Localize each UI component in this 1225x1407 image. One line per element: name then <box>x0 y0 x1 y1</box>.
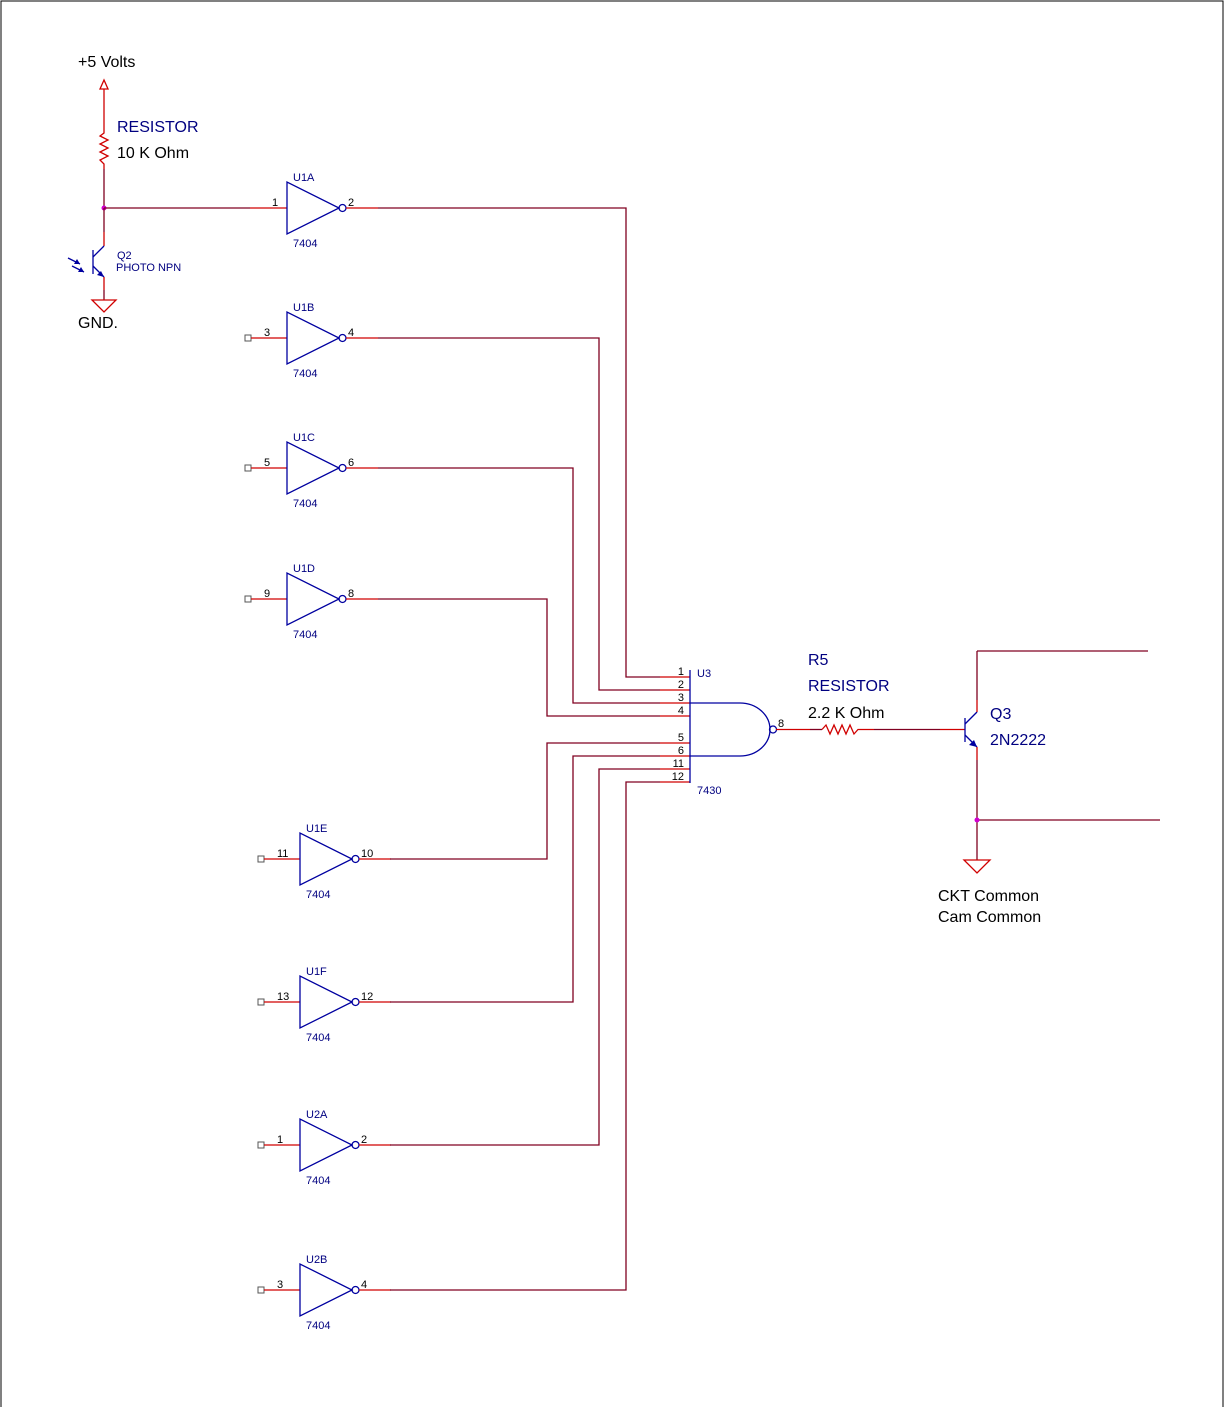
inverter-in-pin: 5 <box>264 457 270 469</box>
nand-input-pin: 3 <box>678 692 684 704</box>
inverter-ref: U1D <box>293 563 315 575</box>
inverter-part: 7404 <box>293 238 317 250</box>
inverter-out-pin: 12 <box>361 991 373 1003</box>
nand-input-pin: 12 <box>672 771 684 783</box>
inverter-out-pin: 2 <box>348 197 354 209</box>
bus-wires <box>378 207 660 1291</box>
photo-ref: Q2 <box>117 250 132 262</box>
inverter-in-pin: 3 <box>277 1279 283 1291</box>
inverter-u1c: U1C 7404 5 6 <box>244 432 378 510</box>
common-label-1: CKT Common <box>938 888 1039 905</box>
r5-value: 2.2 K Ohm <box>808 705 884 722</box>
supply-label: +5 Volts <box>78 54 135 71</box>
input-terminal <box>244 464 252 472</box>
inverter-part: 7404 <box>306 1032 330 1044</box>
q3-part: 2N2222 <box>990 732 1046 749</box>
inverter-in-pin: 3 <box>264 327 270 339</box>
nand-part: 7430 <box>697 785 721 797</box>
inverter-ref: U1A <box>293 172 315 184</box>
photo-type: PHOTO NPN <box>116 262 181 274</box>
inverter-in-pin: 1 <box>272 197 278 209</box>
ground-label: GND. <box>78 315 118 332</box>
inverter-out-pin: 10 <box>361 848 373 860</box>
nand-input-pin: 11 <box>673 758 684 770</box>
pullup-name: RESISTOR <box>117 119 199 136</box>
supply-symbol <box>98 78 110 128</box>
input-terminal <box>257 855 265 863</box>
input-terminal <box>257 998 265 1006</box>
inverter-part: 7404 <box>306 1320 330 1332</box>
inverter-in-pin: 11 <box>277 848 288 860</box>
inverter-part: 7404 <box>293 368 317 380</box>
nand-input-pin: 2 <box>678 679 684 691</box>
inverter-out-pin: 8 <box>348 588 354 600</box>
input-terminal <box>244 334 252 342</box>
inverter-u2a: U2A 7404 1 2 <box>257 1109 391 1187</box>
inverter-part: 7404 <box>293 498 317 510</box>
inverter-u1d: U1D 7404 9 8 <box>244 563 378 641</box>
inverter-u1b: U1B 7404 3 4 <box>244 302 378 380</box>
inverter-ref: U1E <box>306 823 327 835</box>
r5-name: RESISTOR <box>808 678 890 695</box>
inverter-u1f: U1F 7404 13 12 <box>257 966 391 1044</box>
nand-out-pin: 8 <box>778 718 784 730</box>
base-resistor-r5 <box>810 723 965 736</box>
inverter-in-pin: 1 <box>277 1134 283 1146</box>
nand-gate-u3 <box>660 670 810 783</box>
nand-input-pin: 4 <box>678 705 684 717</box>
input-terminal <box>244 595 252 603</box>
inverter-out-pin: 4 <box>361 1279 367 1291</box>
inverter-ref: U1C <box>293 432 315 444</box>
inverter-u1e: U1E 7404 11 10 <box>257 823 391 901</box>
inverter-out-pin: 4 <box>348 327 354 339</box>
inverter-ref: U1F <box>306 966 327 978</box>
inverter-ref: U1B <box>293 302 314 314</box>
inverter-part: 7404 <box>293 629 317 641</box>
nand-input-pin: 1 <box>678 666 684 678</box>
input-terminal <box>257 1286 265 1294</box>
nand-ref: U3 <box>697 668 711 680</box>
nand-input-pin: 6 <box>678 745 684 757</box>
inverter-part: 7404 <box>306 1175 330 1187</box>
ground-symbol <box>90 299 118 313</box>
inverter-in-pin: 9 <box>264 588 270 600</box>
pullup-value: 10 K Ohm <box>117 145 189 162</box>
nand-input-pin: 5 <box>678 732 684 744</box>
inverter-ref: U2B <box>306 1254 327 1266</box>
pullup-resistor <box>98 128 110 208</box>
inverter-u1a: U1A 7404 1 2 <box>272 172 378 250</box>
phototransistor-q2 <box>67 208 105 300</box>
inverter-out-pin: 6 <box>348 457 354 469</box>
input-terminal <box>257 1141 265 1149</box>
common-label-2: Cam Common <box>938 909 1041 926</box>
q3-ref: Q3 <box>990 706 1011 723</box>
inverter-part: 7404 <box>306 889 330 901</box>
r5-ref: R5 <box>808 652 829 669</box>
inverter-out-pin: 2 <box>361 1134 367 1146</box>
transistor-q3 <box>962 650 1160 874</box>
inverter-ref: U2A <box>306 1109 328 1121</box>
inverter-in-pin: 13 <box>277 991 289 1003</box>
inverter-u2b: U2B 7404 3 4 <box>257 1254 391 1332</box>
